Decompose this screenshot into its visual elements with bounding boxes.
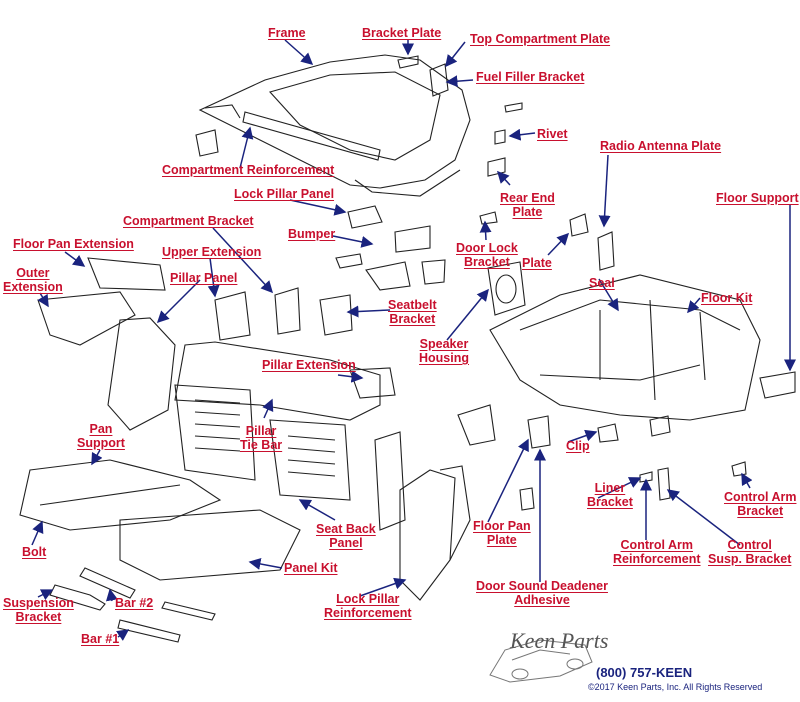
label-lock-pillar-reinforcement-line1: Lock Pillar (336, 592, 400, 606)
label-pillar-panel[interactable]: Pillar Panel (170, 271, 238, 285)
lock-pillar-reinforcement-part (399, 469, 456, 601)
label-floor-pan-plate-line2: Plate (486, 533, 517, 547)
label-lock-pillar-reinforcement-line2: Reinforcement (324, 606, 412, 620)
label-control-arm-reinforcement-line1: Control Arm (620, 538, 693, 552)
label-liner-bracket-line2: Bracket (587, 495, 633, 509)
label-control-arm-bracket[interactable]: Control Arm Bracket (724, 490, 796, 518)
label-speaker-housing-line1: Speaker (419, 337, 469, 351)
label-outer-extension-line2: Extension (3, 280, 63, 294)
label-door-sound-deadener-line1: Door Sound Deadener (476, 579, 608, 593)
label-frame[interactable]: Frame (268, 26, 306, 40)
label-pan-support[interactable]: Pan Support (77, 422, 125, 450)
label-bumper[interactable]: Bumper (288, 227, 336, 241)
label-pillar-tie-bar-line2: Tie Bar (240, 438, 283, 452)
label-speaker-housing-line2: Housing (419, 351, 469, 365)
label-seal[interactable]: Seal (589, 276, 615, 290)
keen-parts-logo: Keen Parts (510, 628, 609, 653)
label-door-lock-bracket[interactable]: Door Lock Bracket (456, 241, 518, 269)
floor-support-part (759, 371, 796, 399)
lock-pillar-panel-part (347, 205, 383, 229)
label-rivet[interactable]: Rivet (537, 127, 568, 141)
outer-extension-part (37, 291, 136, 346)
label-seatbelt-bracket-line1: Seatbelt (388, 298, 437, 312)
label-clip[interactable]: Clip (566, 439, 590, 453)
floor-pan-part (19, 459, 222, 531)
label-door-sound-deadener-line2: Adhesive (514, 593, 570, 607)
label-bar-1[interactable]: Bar #1 (81, 632, 120, 646)
label-control-susp-bracket-line1: Control (727, 538, 772, 552)
label-bolt[interactable]: Bolt (22, 545, 47, 559)
label-suspension-bracket-line2: Bracket (15, 610, 62, 624)
label-outer-extension-line1: Outer (16, 266, 50, 280)
phone-number[interactable]: (800) 757-KEEN (596, 665, 693, 680)
label-floor-support[interactable]: Floor Support (716, 191, 799, 205)
label-seatbelt-bracket-line2: Bracket (389, 312, 436, 326)
label-fuel-filler-bracket[interactable]: Fuel Filler Bracket (476, 70, 585, 84)
copyright-notice: ©2017 Keen Parts, Inc. All Rights Reserv… (588, 682, 763, 692)
label-seat-back-panel[interactable]: Seat Back Panel (316, 522, 376, 550)
label-pan-support-line2: Support (77, 436, 125, 450)
label-pillar-tie-bar[interactable]: Pillar Tie Bar (240, 424, 282, 452)
label-pillar-tie-bar-line1: Pillar (245, 424, 277, 438)
label-pillar-extension[interactable]: Pillar Extension (262, 358, 356, 372)
label-control-susp-bracket-line2: Susp. Bracket (708, 552, 792, 566)
label-control-arm-bracket-line2: Bracket (737, 504, 784, 518)
label-door-lock-bracket-line2: Bracket (463, 255, 510, 269)
label-top-compartment-plate[interactable]: Top Compartment Plate (470, 32, 611, 46)
label-floor-pan-extension[interactable]: Floor Pan Extension (13, 237, 134, 251)
label-seat-back-panel-line2: Panel (329, 536, 363, 550)
label-outer-extension[interactable]: Outer Extension (3, 266, 63, 294)
label-control-arm-bracket-line1: Control Arm (724, 490, 797, 504)
label-floor-pan-plate[interactable]: Floor Pan Plate (473, 519, 531, 547)
label-radio-antenna-plate[interactable]: Radio Antenna Plate (600, 139, 722, 153)
compartment-reinforcement-part (242, 111, 381, 161)
frame-part (198, 54, 471, 189)
label-seatbelt-bracket[interactable]: Seatbelt Bracket (388, 298, 437, 326)
bar-1-part (117, 619, 181, 643)
pillar-panel-part (107, 317, 176, 431)
line-art (19, 54, 796, 643)
label-lock-pillar-reinforcement[interactable]: Lock Pillar Reinforcement (324, 592, 412, 620)
leader-arrows (31, 39, 796, 641)
label-floor-pan-plate-line1: Floor Pan (473, 519, 531, 533)
label-compartment-bracket[interactable]: Compartment Bracket (123, 214, 254, 228)
floor-pan-extension-part (87, 257, 166, 291)
label-pan-support-line1: Pan (89, 422, 113, 436)
label-liner-bracket-line1: Liner (594, 481, 626, 495)
label-speaker-housing[interactable]: Speaker Housing (419, 337, 469, 365)
rear-panel-part (174, 341, 381, 421)
keen-parts-logo-car (489, 639, 593, 683)
label-liner-bracket[interactable]: Liner Bracket (587, 481, 633, 509)
label-suspension-bracket[interactable]: Suspension Bracket (3, 596, 74, 624)
label-suspension-bracket-line1: Suspension (3, 596, 74, 610)
label-control-susp-bracket[interactable]: Control Susp. Bracket (708, 538, 791, 566)
label-seat-back-panel-line1: Seat Back (316, 522, 376, 536)
speaker-housing-part (487, 261, 526, 316)
label-floor-kit[interactable]: Floor Kit (701, 291, 753, 305)
label-rear-end-plate[interactable]: Rear End Plate (500, 191, 555, 219)
label-bracket-plate[interactable]: Bracket Plate (362, 26, 442, 40)
label-lock-pillar-panel[interactable]: Lock Pillar Panel (234, 187, 335, 201)
seat-back-panel-part (174, 384, 256, 481)
label-upper-extension[interactable]: Upper Extension (162, 245, 262, 259)
label-door-sound-deadener-adhesive[interactable]: Door Sound Deadener Adhesive (476, 579, 608, 607)
label-compartment-reinforcement[interactable]: Compartment Reinforcement (162, 163, 335, 177)
label-rear-end-plate-line1: Rear End (500, 191, 555, 205)
label-bar-2[interactable]: Bar #2 (115, 596, 154, 610)
bar-2-part (79, 567, 136, 599)
label-door-lock-bracket-line1: Door Lock (456, 241, 518, 255)
label-control-arm-reinforcement-line2: Reinforcement (613, 552, 701, 566)
label-rear-end-plate-line2: Plate (512, 205, 543, 219)
rear-floor-pan-part (489, 274, 761, 421)
label-control-arm-reinforcement[interactable]: Control Arm Reinforcement (613, 538, 701, 566)
label-panel-kit[interactable]: Panel Kit (284, 561, 338, 575)
label-plate[interactable]: Plate (522, 256, 552, 270)
